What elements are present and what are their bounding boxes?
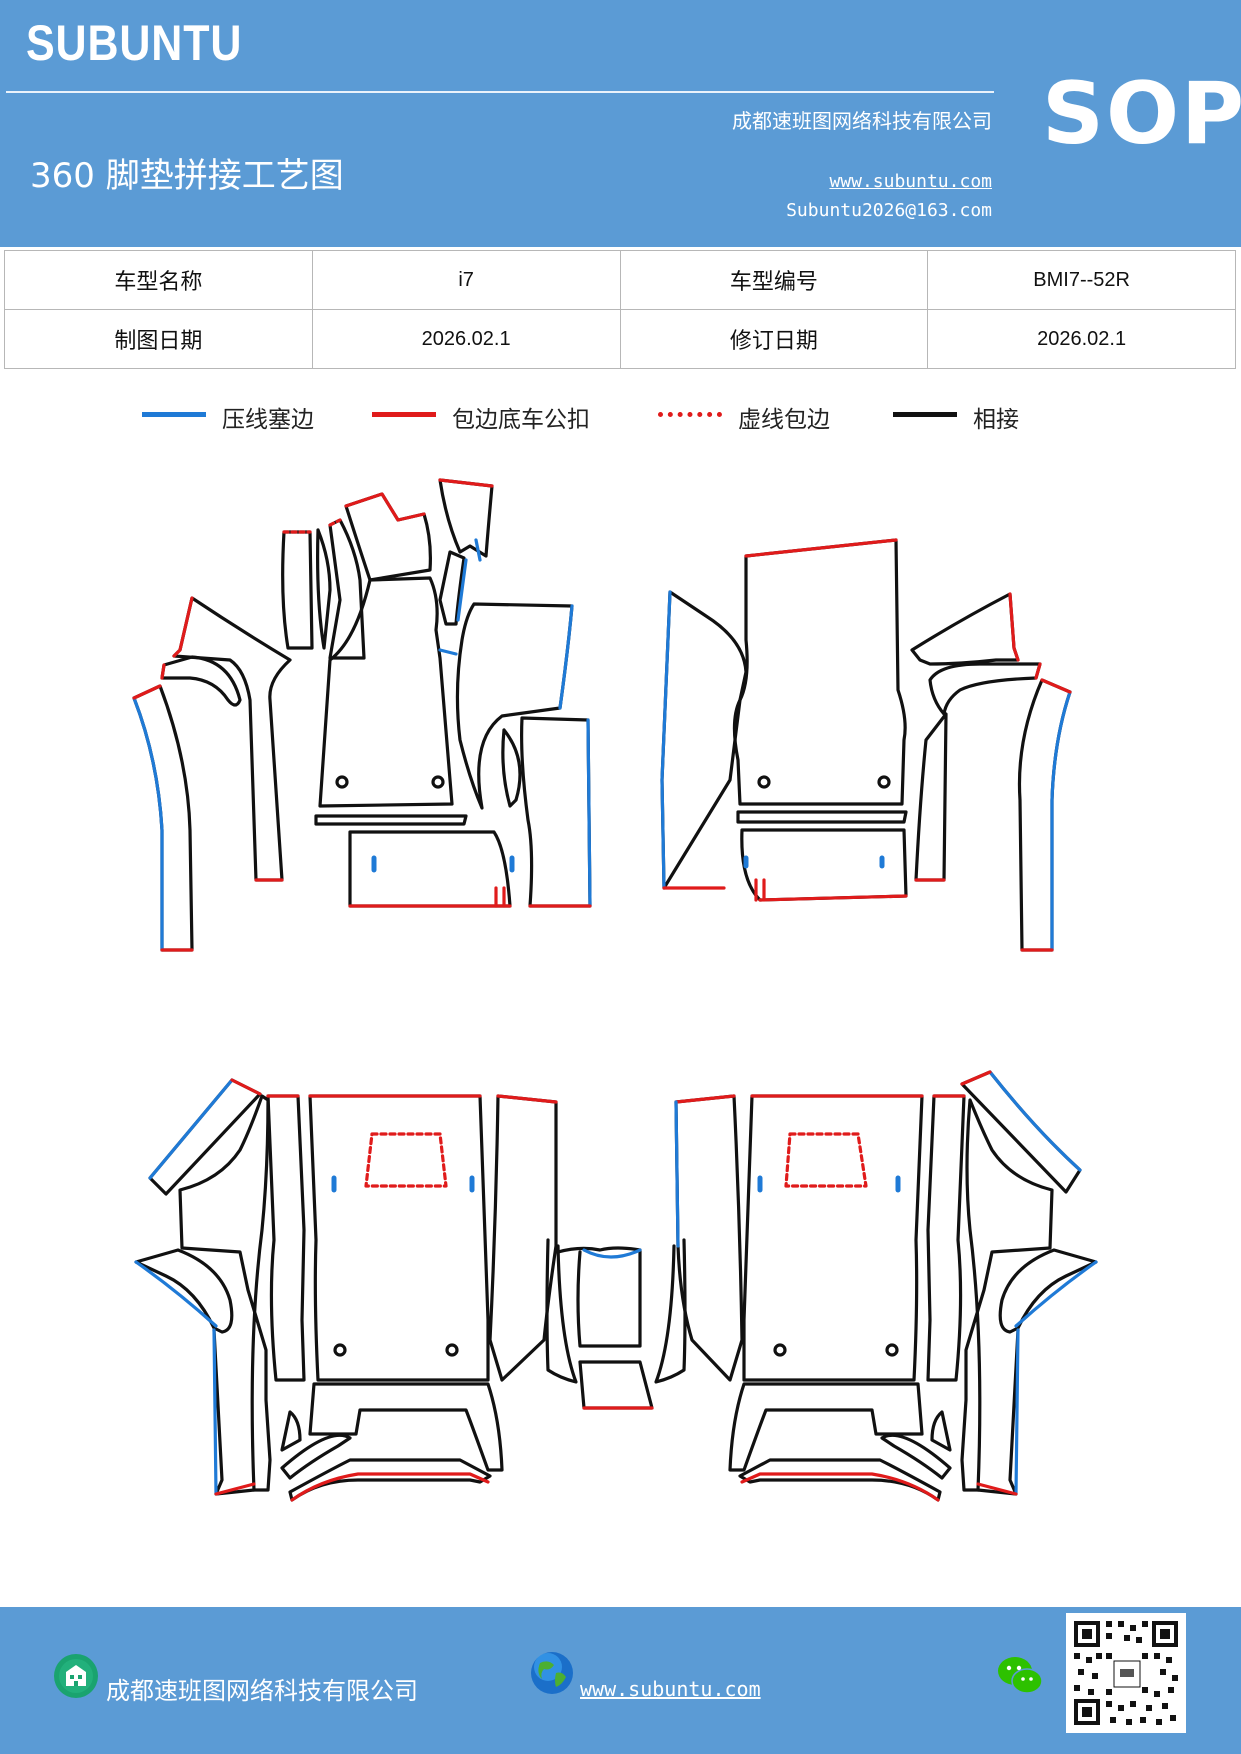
footer-website-link[interactable]: www.subuntu.com (580, 1677, 761, 1701)
legend-swatch-black (893, 412, 957, 417)
drawing-date-value: 2026.02.1 (311, 309, 621, 369)
globe-icon (531, 1652, 573, 1694)
revision-date-label: 修订日期 (619, 309, 929, 369)
floor-mat-splice-diagram (132, 478, 1098, 1502)
model-name-value: i7 (311, 250, 621, 310)
brand-logo: SUBUNTU (26, 15, 243, 71)
legend-label: 包边底车公扣 (452, 407, 590, 433)
company-building-icon (54, 1654, 98, 1698)
drawing-date-label: 制图日期 (4, 309, 313, 369)
legend: 压线塞边 包边底车公扣 虚线包边 相接 (0, 400, 1241, 440)
front-left-mat-group (132, 478, 592, 952)
website-link[interactable]: www.subuntu.com (829, 171, 992, 192)
table-row: 制图日期 2026.02.1 修订日期 2026.02.1 (4, 309, 1236, 369)
legend-label: 压线塞边 (222, 407, 314, 433)
legend-swatch-blue (142, 412, 206, 417)
header: SUBUNTU 成都速班图网络科技有限公司 360 脚垫拼接工艺图 www.su… (0, 0, 1241, 247)
rear-right-mat-group (654, 1070, 1098, 1502)
sop-badge: SOP (1042, 64, 1241, 164)
legend-swatch-red-dashed (658, 412, 722, 417)
footer-company-name: 成都速班图网络科技有限公司 (106, 1677, 418, 1705)
front-right-mat-group (660, 538, 1072, 952)
wechat-icon (998, 1657, 1043, 1694)
qr-code-icon[interactable] (1066, 1613, 1186, 1733)
rear-left-mat-group (134, 1078, 654, 1502)
vehicle-info-table: 车型名称 i7 车型编号 BMI7--52R 制图日期 2026.02.1 修订… (4, 250, 1236, 369)
table-row: 车型名称 i7 车型编号 BMI7--52R (4, 250, 1236, 310)
document-title: 360 脚垫拼接工艺图 (30, 156, 344, 196)
model-code-value: BMI7--52R (927, 250, 1236, 310)
model-code-label: 车型编号 (619, 250, 929, 310)
company-name: 成都速班图网络科技有限公司 (732, 109, 992, 133)
legend-label: 相接 (973, 407, 1019, 433)
legend-label: 虚线包边 (738, 407, 830, 433)
footer: 成都速班图网络科技有限公司 www.subuntu.com (0, 1607, 1241, 1754)
legend-swatch-red (372, 412, 436, 417)
header-divider (6, 91, 994, 93)
email-address[interactable]: Subuntu2026@163.com (786, 200, 992, 221)
model-name-label: 车型名称 (4, 250, 313, 310)
revision-date-value: 2026.02.1 (927, 309, 1236, 369)
